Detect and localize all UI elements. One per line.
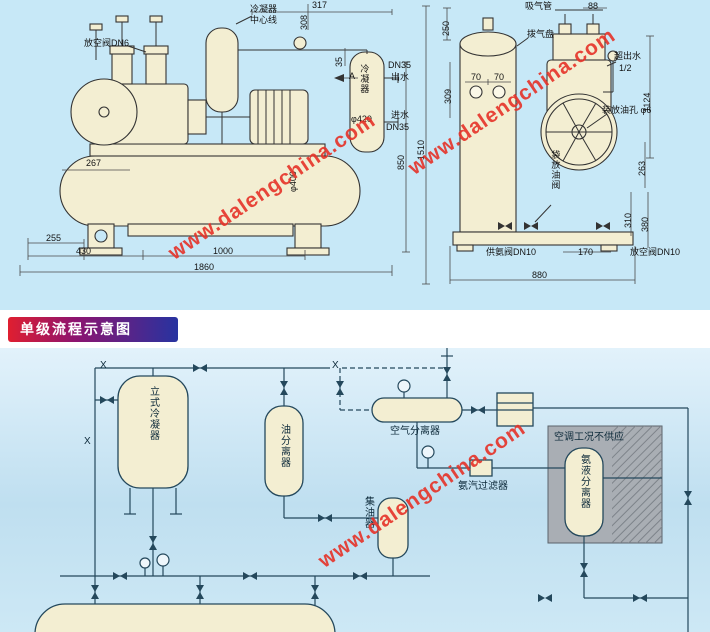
ammonia-separator-vessel bbox=[564, 447, 604, 537]
oil-drain-valve-symbol bbox=[524, 222, 538, 230]
x-marker: X bbox=[100, 360, 107, 371]
front-elevation-drawing bbox=[443, 7, 654, 284]
oil-fill-hole-label: 装放油孔 φ6 bbox=[602, 105, 652, 115]
vent-valve-front bbox=[596, 222, 610, 230]
dim-267: 267 bbox=[86, 158, 102, 168]
section-title: 单级流程示意图 bbox=[8, 317, 178, 342]
vertical-condenser-label: 立式冷凝器 bbox=[147, 386, 159, 441]
dim-88: 88 bbox=[588, 1, 599, 11]
dim-308: 308 bbox=[299, 14, 309, 30]
suction-pipe-label: 吸气管 bbox=[525, 1, 553, 11]
pressure-gauges bbox=[139, 379, 435, 569]
gas-plate-label: 拨气盘 bbox=[527, 29, 555, 39]
dim-70a: 70 bbox=[471, 72, 482, 82]
dim-310: 310 bbox=[623, 212, 633, 228]
receiver-tank-partial bbox=[34, 603, 336, 632]
oil-collector-label: 集油器 bbox=[362, 496, 374, 529]
ammonia-supply-valve-label: 供氨阀DN10 bbox=[486, 247, 537, 257]
dim-880: 880 bbox=[532, 270, 548, 280]
oil-collector-vessel bbox=[377, 497, 409, 559]
ammonia-liquid-separator-label: 氨液分离器 bbox=[578, 454, 590, 509]
condenser-centerline-label-2: 中心线 bbox=[250, 15, 278, 25]
dim-380: 380 bbox=[640, 216, 650, 232]
water-out-dn-label: DN35 bbox=[388, 60, 412, 70]
side-elevation-drawing bbox=[19, 4, 430, 285]
condenser-centerline-label-1: 冷凝器 bbox=[250, 4, 278, 14]
oil-separator-vessel bbox=[264, 405, 304, 497]
dim-309: 309 bbox=[443, 88, 453, 104]
water-in-dn-label: DN35 bbox=[386, 122, 410, 132]
dim-263: 263 bbox=[637, 160, 647, 176]
dimension-drawings-section: 冷凝器 中心线 308 317 放空阀DN6 35 A DN35 出水 进水 D… bbox=[0, 0, 710, 310]
water-in-label: 进水 bbox=[391, 110, 410, 120]
dimension-lines bbox=[19, 4, 430, 285]
oil-separator-label: 油分离器 bbox=[278, 424, 290, 468]
over-water-label: 超出水 bbox=[614, 51, 642, 61]
condenser-dia-label: φ420 bbox=[351, 114, 372, 124]
dim-1000: 1000 bbox=[213, 246, 234, 256]
valves bbox=[91, 364, 692, 602]
dimension-lines bbox=[443, 7, 654, 284]
arrow-a-label: A bbox=[349, 71, 356, 81]
dim-430: 430 bbox=[76, 246, 92, 256]
arrow-a-head bbox=[334, 74, 344, 82]
dim-170: 170 bbox=[578, 247, 594, 257]
base-frame bbox=[452, 231, 634, 246]
vent-valve-dn6-label: 放空阀DN6 bbox=[84, 38, 130, 48]
ac-note-label: 空调工况不供应 bbox=[554, 432, 624, 443]
water-out-label: 出水 bbox=[391, 72, 410, 82]
title-strip: 单级流程示意图 bbox=[0, 310, 710, 348]
over-water-size-label: 1/2 bbox=[619, 63, 632, 73]
x-marker: X bbox=[332, 360, 339, 371]
air-separator-label: 空气分离器 bbox=[390, 426, 440, 437]
x-marker: X bbox=[84, 436, 91, 447]
oil-separator-side bbox=[205, 27, 239, 113]
dim-317: 317 bbox=[312, 0, 328, 10]
flow-diagram bbox=[34, 348, 692, 632]
dim-255: 255 bbox=[46, 233, 62, 243]
dim-1860: 1860 bbox=[194, 262, 215, 272]
flow-diagram-section: X X X 立式冷凝器 油分离器 空气分离器 空调工况不供应 氨液分离器 氨汽过… bbox=[0, 348, 710, 632]
ammonia-filter-body bbox=[469, 459, 493, 477]
dim-35: 35 bbox=[334, 56, 344, 67]
air-separator-vessel bbox=[371, 397, 463, 423]
vertical-condenser-vessel bbox=[117, 375, 189, 489]
motor bbox=[249, 89, 309, 145]
ammonia-vapor-filter-label: 氨汽过滤器 bbox=[458, 481, 508, 492]
condenser-label: 冷凝器 bbox=[359, 64, 370, 94]
oil-drain-valve-label: 袋放油阀 bbox=[550, 150, 561, 190]
dim-250: 250 bbox=[441, 20, 451, 36]
condenser-front bbox=[459, 43, 517, 233]
vent-valve-dn10-label: 放空阀DN10 bbox=[630, 247, 681, 257]
ammonia-supply-valve bbox=[498, 222, 512, 230]
dim-70b: 70 bbox=[494, 72, 505, 82]
